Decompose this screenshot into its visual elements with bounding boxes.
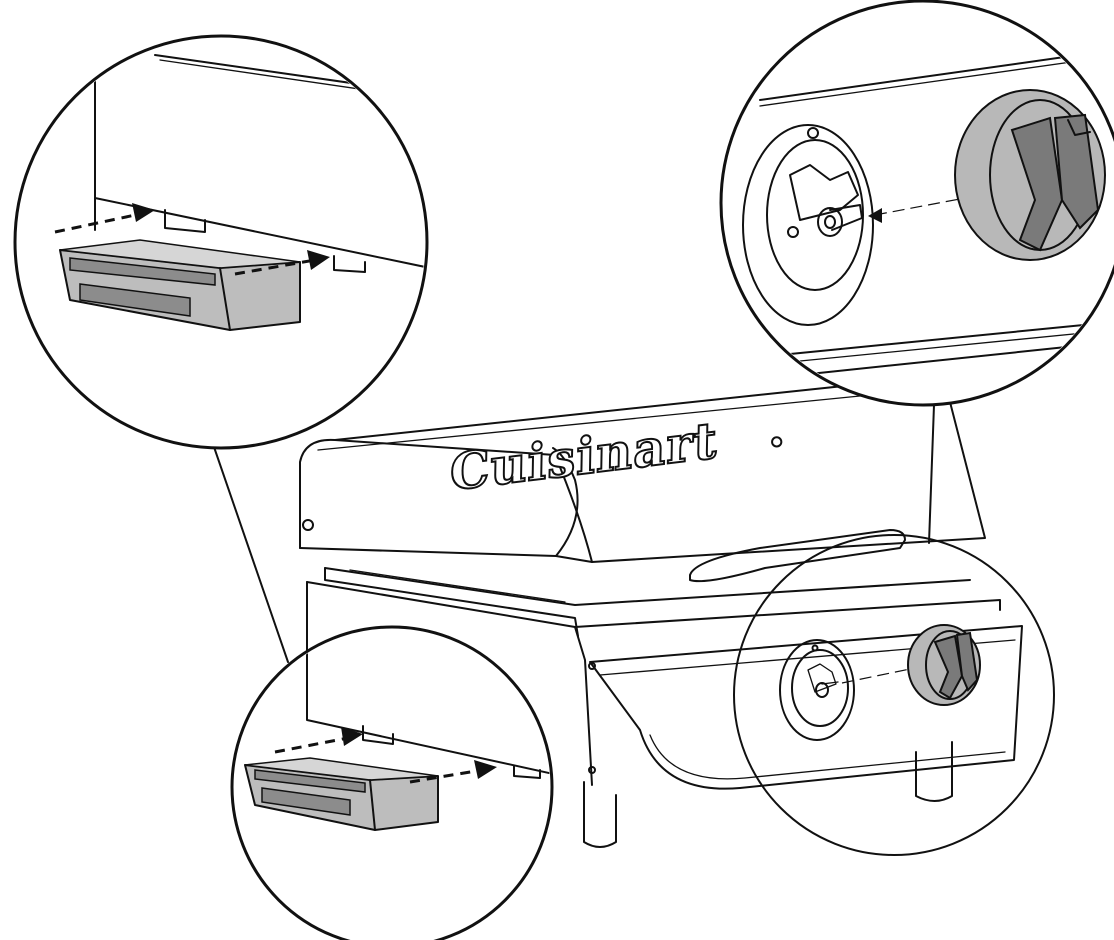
insert-arrow-lower <box>234 258 316 276</box>
panel-knob-icon <box>907 624 981 706</box>
lid-hinge-bolt <box>302 519 314 531</box>
griddle-body <box>306 581 1001 628</box>
griddle-legs <box>583 741 953 848</box>
tray-bracket-left <box>164 209 206 233</box>
control-panel-callout <box>733 534 1055 856</box>
leader-lines <box>213 404 935 663</box>
drip-tray-callout <box>13 34 429 450</box>
control-knob-callout <box>719 0 1114 407</box>
knob-alignment-line <box>874 197 966 216</box>
control-panel <box>589 625 1023 790</box>
griddle-plate <box>324 567 971 606</box>
brand-logo-mark: . <box>768 399 786 458</box>
tray-bracket-right <box>333 255 366 273</box>
grease-tray-small-icon <box>244 757 439 831</box>
grease-tray-icon <box>59 239 301 331</box>
valve-bezel <box>742 124 874 326</box>
drip-tray-small-callout <box>230 625 554 940</box>
control-knob-icon <box>954 89 1106 261</box>
lid-handle <box>689 529 906 583</box>
insert-arrow-upper <box>54 212 141 234</box>
panel-valve <box>779 639 855 741</box>
